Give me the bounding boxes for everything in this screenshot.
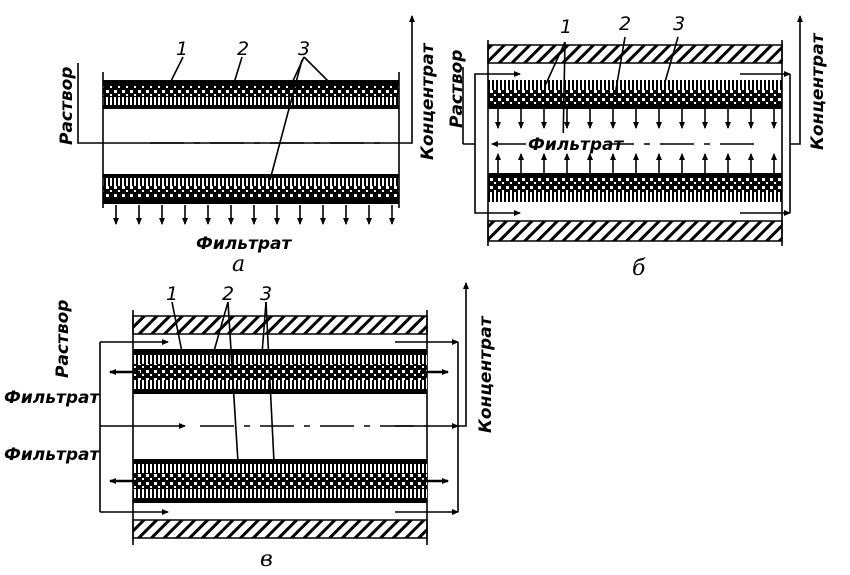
layer-2-label: 2 (222, 283, 234, 305)
filtrate-arrows (113, 205, 395, 225)
membrane-edge (488, 173, 782, 178)
membrane-active-layer (488, 80, 782, 90)
concentrate-outlet-arrow (458, 282, 469, 427)
concentrate-outlet-arrow (399, 15, 415, 144)
membrane-active-layer (103, 178, 399, 186)
layer-1-label: 1 (166, 283, 178, 305)
filtrate-label-top: Фильтрат (4, 388, 100, 408)
solution-label: Раствор (53, 300, 73, 378)
filtrate-arrows (495, 153, 777, 176)
membrane-top-edge (103, 80, 399, 86)
filtrate-arrows (495, 106, 777, 129)
concentrate-label: Концентрат (476, 315, 496, 433)
membrane-support-layer (133, 364, 427, 380)
membrane-active-layer (133, 489, 427, 498)
filtrate-label: Фильтрат (528, 135, 624, 155)
housing-wall (487, 220, 783, 242)
layer-3-label: 3 (673, 13, 685, 35)
membrane-inner-edge (103, 105, 399, 109)
concentrate-label: Концентрат (808, 32, 828, 150)
membrane-active-layer (103, 97, 399, 105)
concentrate-outlet-arrow (790, 15, 803, 145)
membrane-active-layer (133, 380, 427, 389)
layer-1-label: 1 (560, 16, 572, 38)
membrane-support-layer (103, 86, 399, 97)
membrane-edge (488, 104, 782, 109)
membrane-support-layer (488, 90, 782, 104)
membrane-support-layer (103, 186, 399, 198)
concentrate-label: Концентрат (418, 42, 438, 160)
housing-wall (487, 44, 783, 64)
figure-a: 1 2 3 Раствор Концентрат Фильтрат а (57, 15, 438, 277)
solution-label: Раствор (57, 67, 77, 145)
membrane-active-layer (488, 192, 782, 202)
membrane-inner-edge (103, 174, 399, 178)
figure-v-caption: в (260, 547, 273, 572)
figure-v: 1 2 3 Раствор Фильтрат Фильтрат Концентр… (4, 282, 496, 572)
solution-label: Раствор (447, 50, 467, 128)
layer-1-label: 1 (176, 38, 188, 60)
layer-3-label: 3 (298, 38, 310, 60)
membrane-active-layer (133, 464, 427, 473)
figure-b-caption: б (632, 256, 646, 281)
layer-2-label: 2 (619, 13, 631, 35)
filtrate-label-bottom: Фильтрат (4, 445, 100, 465)
membrane-support-layer (488, 178, 782, 192)
membrane-bottom-edge (103, 198, 399, 204)
layer-3-label: 3 (260, 283, 272, 305)
membrane-active-layer (133, 355, 427, 364)
layer-2-label: 2 (237, 38, 249, 60)
figure-b: 1 2 3 Раствор Концентрат Фильтрат б (447, 13, 828, 281)
figure-a-caption: а (232, 252, 245, 277)
filtrate-label: Фильтрат (196, 234, 292, 254)
housing-wall (132, 519, 428, 539)
membrane-support-layer (133, 473, 427, 489)
